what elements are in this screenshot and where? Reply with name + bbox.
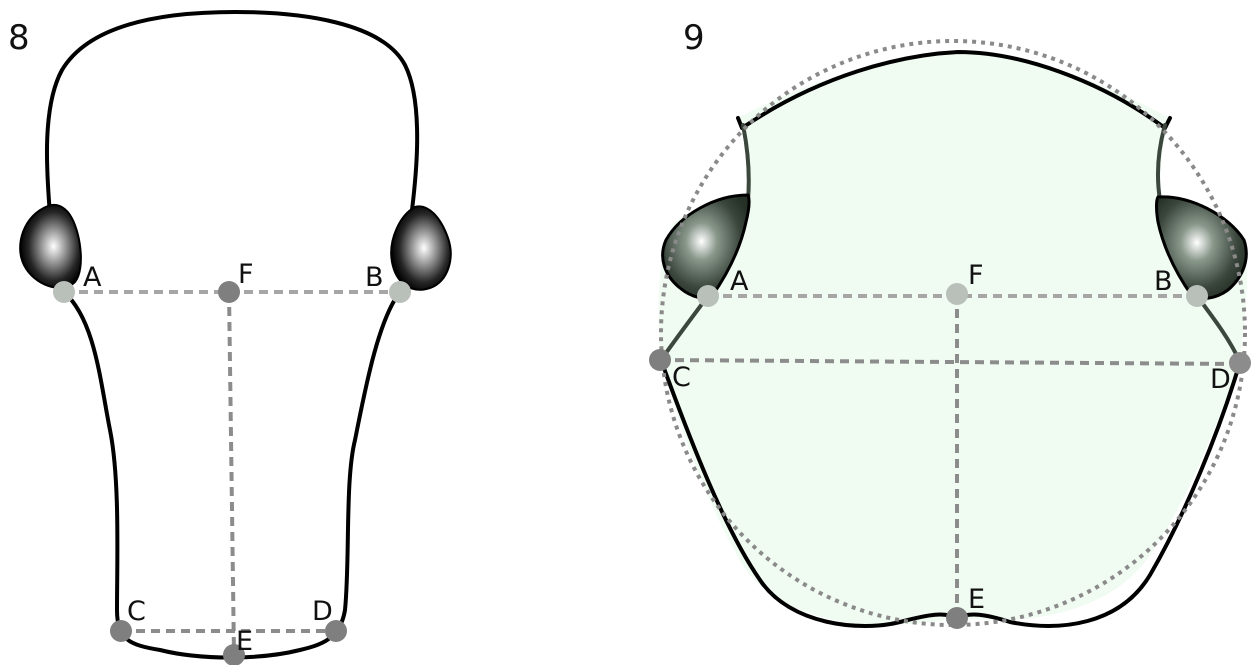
figure-9-label-e: E: [968, 584, 985, 615]
figure-9-label-f: F: [968, 260, 984, 291]
figure-8-point-f: [218, 281, 240, 303]
figure-8-left-eye: [19, 203, 82, 289]
figure-8-point-d: [325, 620, 347, 642]
figure-8-head-outline: [44, 10, 420, 660]
figure-9-number: 9: [683, 18, 705, 58]
figure-8: 8 A B F C D E: [8, 10, 452, 665]
figure-8-label-d: D: [312, 596, 333, 627]
figure-8-label-a: A: [83, 262, 102, 293]
figure-8-line-fe: [227, 291, 236, 656]
figure-9-left-eye: [661, 193, 751, 300]
figure-9: 9 A B F C D E: [649, 18, 1251, 629]
figure-8-right-eye: [390, 205, 452, 291]
figure-9-label-d: D: [1210, 364, 1231, 395]
figure-9-label-b: B: [1154, 266, 1173, 297]
figure-9-point-d: [1229, 352, 1251, 374]
figure-9-label-c: C: [672, 362, 691, 393]
figure-8-label-f: F: [238, 259, 254, 290]
figure-8-point-a: [53, 281, 75, 303]
figure-8-label-c: C: [127, 596, 146, 627]
figure-8-point-e: [223, 644, 245, 665]
figure-9-head-fill: [658, 52, 1247, 625]
figure-9-point-a: [697, 285, 719, 307]
figure-8-label-b: B: [365, 262, 384, 293]
figure-9-line-cd: [659, 358, 1241, 366]
figure-9-point-e: [946, 607, 968, 629]
figure-8-point-c: [110, 620, 132, 642]
figure-9-point-f: [946, 283, 968, 305]
figure-8-point-b: [389, 281, 411, 303]
figure-9-label-a: A: [730, 266, 749, 297]
figure-9-point-c: [649, 349, 671, 371]
figure-9-fitted-circle: [659, 39, 1247, 627]
figure-8-label-e: E: [236, 626, 253, 657]
figure-9-point-b: [1186, 285, 1208, 307]
figure-8-number: 8: [8, 18, 30, 58]
